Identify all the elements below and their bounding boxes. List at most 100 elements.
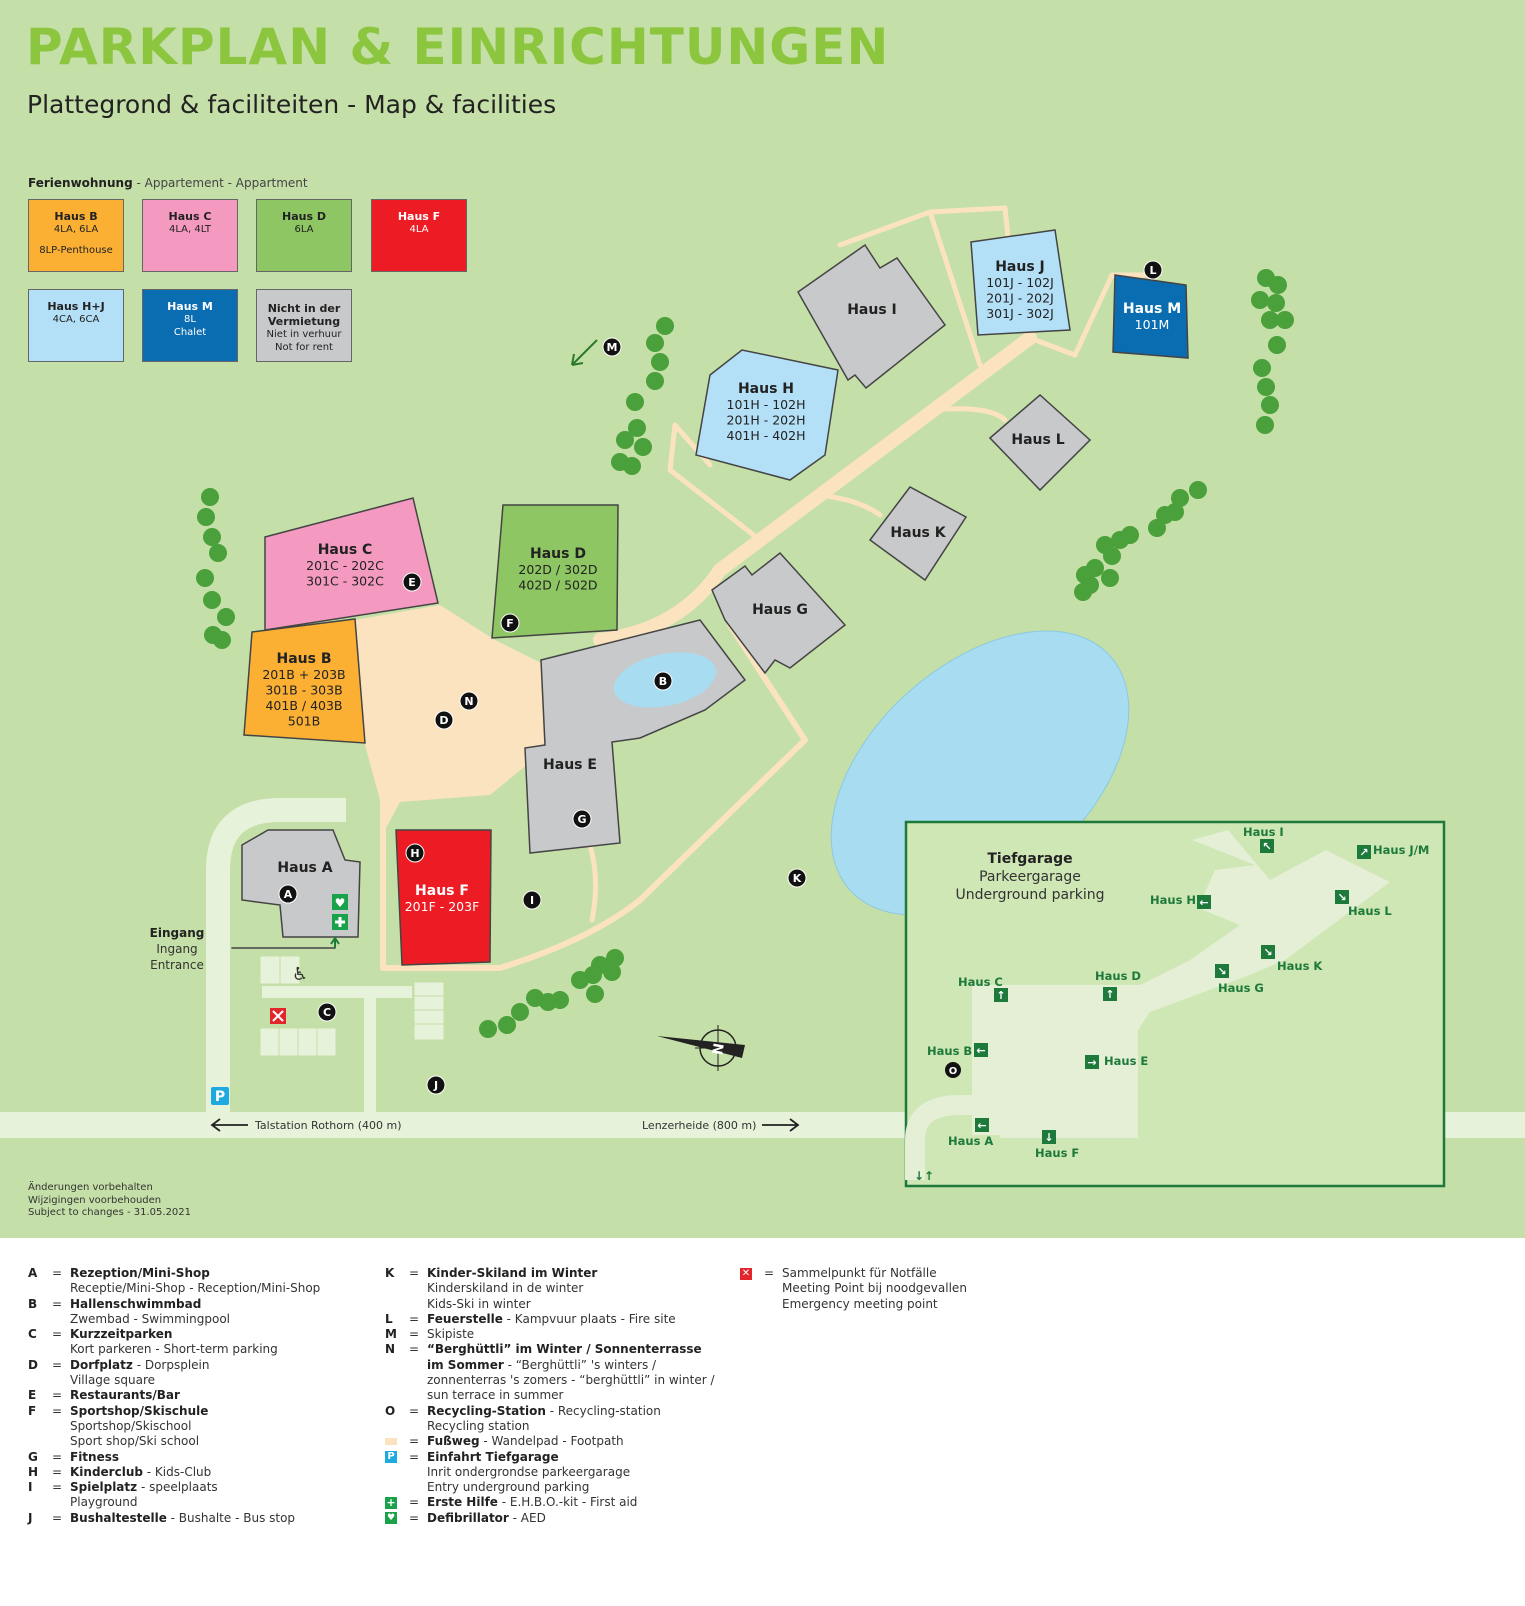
tree	[203, 591, 221, 609]
building-name: Haus K	[890, 525, 946, 541]
legend-entry-e: E = Restaurants/Bar	[28, 1388, 358, 1403]
facility-marker-h[interactable]: H	[405, 843, 425, 863]
legend-translation: Recycling station	[427, 1418, 530, 1433]
legend-key: N	[385, 1342, 396, 1357]
building-name: Haus I	[847, 302, 897, 318]
apartment-type-name: Nicht in der Vermietung	[267, 302, 341, 328]
apartment-type-detail	[29, 236, 123, 244]
legend-key: E	[28, 1388, 37, 1403]
legend-term: Restaurants/Bar	[70, 1388, 180, 1403]
arrow-glyph: ↑	[996, 989, 1005, 1002]
facility-marker-g[interactable]: G	[572, 809, 592, 829]
legend-term: Recycling-Station	[427, 1403, 546, 1418]
facility-marker-a[interactable]: A	[278, 884, 298, 904]
arrow-glyph: →	[1087, 1056, 1096, 1069]
marker-letter: F	[506, 617, 514, 630]
tree	[1171, 489, 1189, 507]
building-haus-k[interactable]: Haus K	[868, 486, 968, 582]
marker-circle	[278, 884, 298, 904]
legend-term: Kinder-Skiland im Winter	[427, 1266, 598, 1280]
legend-equals: =	[52, 1266, 63, 1280]
facility-marker-k[interactable]: K	[787, 868, 807, 888]
facility-marker-n[interactable]: N	[459, 691, 479, 711]
tree	[209, 544, 227, 562]
building-haus-e[interactable]: Haus E	[524, 619, 747, 854]
legend-equals: =	[409, 1495, 420, 1510]
apartment-type-detail: 4LA, 6LA	[53, 224, 99, 235]
page-subtitle: Plattegrond & faciliteiten - Map & facil…	[27, 90, 557, 119]
tree	[1101, 569, 1119, 587]
facility-marker-f[interactable]: F	[500, 613, 520, 633]
apartment-type-name: Haus H+J	[47, 300, 105, 313]
entrance-arrow-icon	[330, 936, 340, 948]
exit-arrow-icon	[1335, 890, 1349, 904]
legend-term: Rezeption/Mini-Shop	[70, 1266, 210, 1280]
building-haus-l[interactable]: Haus L	[988, 394, 1092, 492]
footpath	[231, 939, 336, 949]
building-shape	[264, 497, 439, 631]
legend-equals: =	[409, 1449, 420, 1464]
tree	[628, 419, 646, 437]
legend-translation: Kinderskiland in de winter	[427, 1281, 584, 1296]
garage-exit-hausg: Haus G↘	[1215, 964, 1264, 995]
building-shape	[1112, 274, 1189, 359]
building-haus-g[interactable]: Haus G	[711, 551, 847, 675]
facility-marker-c[interactable]: C	[317, 1002, 337, 1022]
tree	[1156, 506, 1174, 524]
marker-circle	[787, 868, 807, 888]
legend-equals: =	[409, 1434, 420, 1449]
facility-marker-i[interactable]: I	[522, 890, 542, 910]
exit-arrow-icon	[1085, 1055, 1099, 1069]
building-haus-i[interactable]: Haus I	[797, 243, 947, 390]
legend-term: Fußweg	[427, 1434, 480, 1449]
building-name: Haus C	[318, 542, 373, 558]
legend-term: “Berghüttli” im Winter / Sonnenterrasse …	[427, 1342, 702, 1372]
facility-marker-l[interactable]: L	[1143, 260, 1163, 280]
underground-garage-inset: Tiefgarage Parkeergarage Underground par…	[904, 820, 1446, 1188]
garage-subtitle: Underground parking	[955, 887, 1104, 903]
facility-marker-e[interactable]: E	[402, 572, 422, 592]
facility-marker-b[interactable]: B	[653, 671, 673, 691]
tree	[646, 334, 664, 352]
tree	[1257, 378, 1275, 396]
page-title: PARKPLAN & EINRICHTUNGEN	[26, 18, 890, 76]
garage-title: Tiefgarage	[987, 851, 1072, 867]
building-units: 201J - 202J	[986, 291, 1054, 306]
footpath	[587, 842, 599, 923]
garage-exit-hausf: Haus F↓	[1035, 1130, 1079, 1160]
legend-translation: - “Berghüttli” 's winters / zonnenterras…	[427, 1357, 715, 1403]
legend-equals: =	[52, 1388, 63, 1403]
marker-circle	[402, 572, 422, 592]
garage-exit-hausa: Haus A←	[948, 1118, 993, 1148]
legend-equals: =	[52, 1403, 63, 1418]
apartment-type-name: Haus D	[282, 210, 326, 223]
marker-letter: E	[408, 576, 416, 589]
building-haus-a[interactable]: Haus A	[241, 829, 361, 938]
facility-marker-d[interactable]: D	[434, 710, 454, 730]
facility-marker-m[interactable]: M	[602, 337, 622, 357]
footpath	[1027, 272, 1148, 358]
marker-letter: K	[793, 872, 802, 885]
legend-entry-h: H=Kinderclub - Kids-Club	[28, 1465, 358, 1480]
tree	[656, 317, 674, 335]
parking-entry-icon[interactable]: P	[211, 1087, 229, 1105]
legend-term: Bushaltestelle	[70, 1510, 167, 1525]
north-compass-icon: N	[657, 1025, 745, 1071]
building-units: 401H - 402H	[727, 428, 806, 443]
garage-exit-label: Haus J/M	[1373, 843, 1429, 857]
tree	[511, 1003, 529, 1021]
facility-marker-j[interactable]: J	[426, 1075, 446, 1095]
apartment-type-detail: 8LP-Penthouse	[39, 245, 113, 256]
